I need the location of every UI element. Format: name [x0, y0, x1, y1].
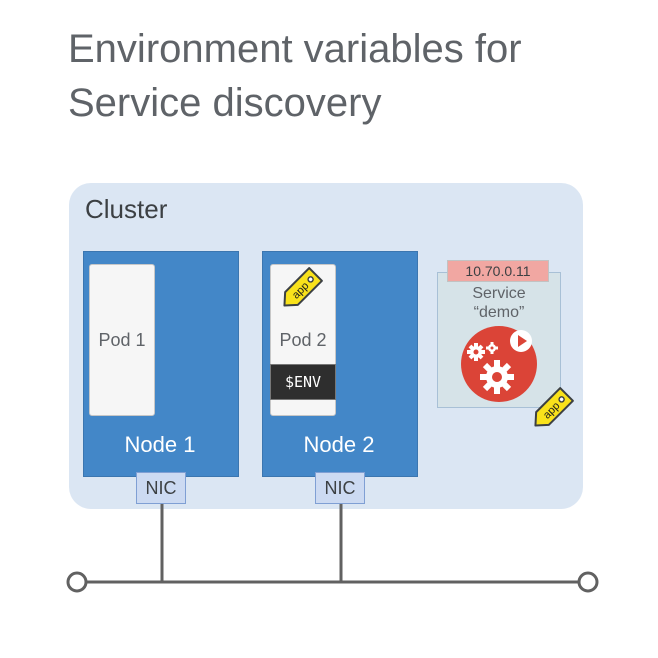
- cluster-label: Cluster: [85, 194, 168, 224]
- nic-2: NIC: [315, 472, 365, 504]
- nic-1: NIC: [136, 472, 186, 504]
- pod-1: [89, 264, 155, 416]
- service-name: Service “demo”: [437, 284, 561, 322]
- app-tag-icon-pod2: app: [283, 267, 323, 307]
- node-2-label: Node 2: [303, 432, 375, 457]
- network-end-left: [66, 571, 88, 593]
- gear-icon-tiny: [486, 342, 498, 354]
- app-tag-icon-service: app: [534, 387, 574, 427]
- service-name-line-1: Service: [472, 285, 526, 302]
- play-icon: [510, 330, 532, 352]
- gear-icon: [480, 360, 514, 394]
- pod-2-label: Pod 2: [279, 330, 327, 350]
- service-logo-icon: [461, 326, 537, 402]
- page-title: Environment variables for Service discov…: [68, 22, 628, 130]
- network-end-right: [577, 571, 599, 593]
- gear-icon-small: [467, 343, 485, 361]
- node-1-label: Node 1: [124, 432, 196, 457]
- title-line-2: Service discovery: [68, 81, 382, 125]
- service-ip: 10.70.0.11: [447, 260, 549, 282]
- env-variable-box: $ENV: [270, 364, 336, 400]
- title-line-1: Environment variables for: [68, 27, 522, 71]
- pod-1-label: Pod 1: [98, 330, 146, 350]
- service-name-line-2: “demo”: [473, 304, 525, 321]
